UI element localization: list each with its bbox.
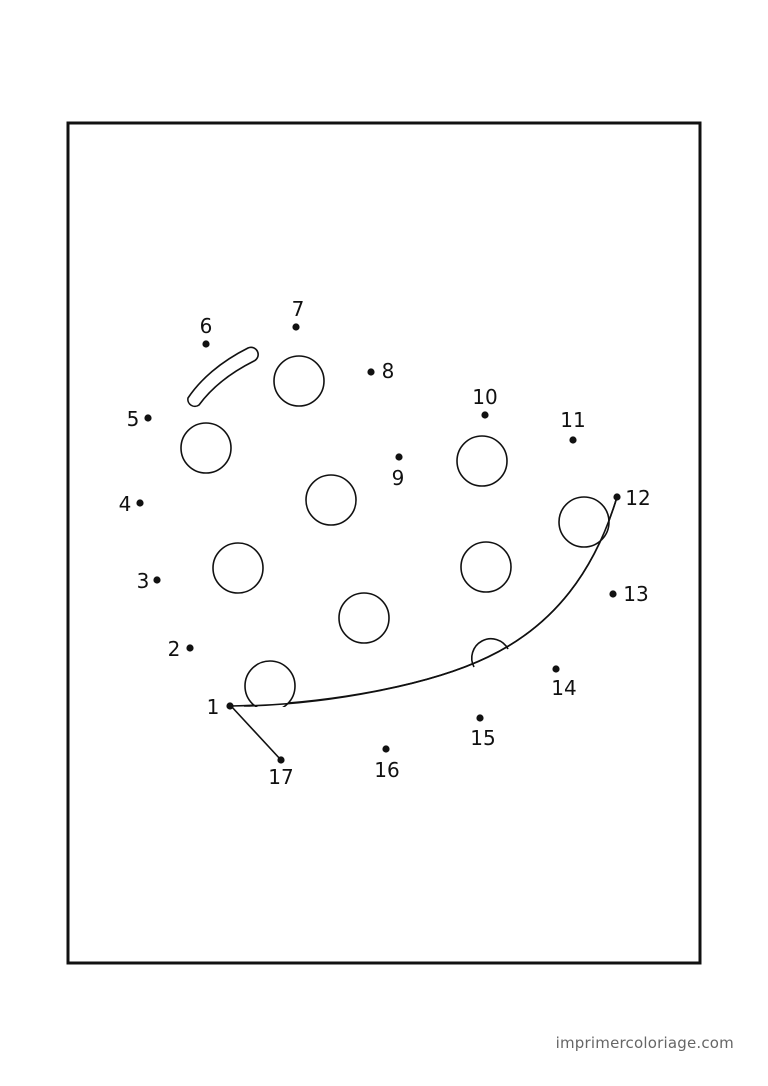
- spot: [305, 474, 357, 526]
- dot-number-label: 13: [623, 582, 648, 606]
- dot-3: 3: [137, 569, 161, 593]
- spots: [180, 355, 610, 712]
- dot-marker: [226, 702, 234, 710]
- dot-11: 11: [560, 408, 586, 444]
- dot-number-label: 12: [625, 486, 650, 510]
- dot-marker: [609, 590, 617, 598]
- dot-5: 5: [127, 407, 152, 431]
- dot-marker: [613, 493, 621, 501]
- dot-marker: [476, 714, 484, 722]
- spot: [273, 355, 325, 407]
- dot-15: 15: [470, 714, 496, 750]
- dot-number-label: 6: [200, 314, 213, 338]
- dot-marker: [186, 644, 194, 652]
- dot-number-label: 16: [374, 758, 399, 782]
- dot-marker: [136, 499, 144, 507]
- spot: [180, 422, 232, 474]
- dot-16: 16: [374, 745, 400, 782]
- spot-mask: [245, 707, 295, 719]
- dot-marker: [153, 576, 161, 584]
- dot-marker: [144, 414, 152, 422]
- dot-number-label: 2: [168, 637, 181, 661]
- dot-number-label: 10: [472, 385, 497, 409]
- dot-marker: [569, 436, 577, 444]
- spot: [460, 541, 512, 593]
- dot-marker: [552, 665, 560, 673]
- page-frame: [66, 121, 702, 965]
- dot-12: 12: [613, 486, 651, 510]
- dot-number-label: 11: [560, 408, 585, 432]
- spot: [338, 592, 390, 644]
- dot-17: 17: [268, 756, 294, 789]
- dot-4: 4: [119, 492, 144, 516]
- dot-1: 1: [207, 695, 234, 719]
- dot-marker: [382, 745, 390, 753]
- dot-number-label: 7: [292, 297, 305, 321]
- dot-6: 6: [200, 314, 213, 348]
- dot-7: 7: [292, 297, 305, 331]
- dot-14: 14: [551, 665, 577, 700]
- dot-number-label: 8: [382, 359, 395, 383]
- segment-1-17: [230, 705, 282, 761]
- dot-marker: [202, 340, 210, 348]
- dot-number-label: 9: [392, 466, 405, 490]
- dot-2: 2: [168, 637, 194, 661]
- dot-marker: [395, 453, 403, 461]
- dot-number-label: 3: [137, 569, 150, 593]
- shell-edge-line-top: [243, 496, 618, 707]
- spot: [212, 542, 264, 594]
- dot-number-label: 4: [119, 492, 132, 516]
- dot-number-label: 5: [127, 407, 140, 431]
- dot-marker: [481, 411, 489, 419]
- watermark-text: imprimercoloriage.com: [555, 1034, 734, 1052]
- partial-spot: [471, 637, 509, 668]
- dot-8: 8: [367, 359, 394, 383]
- dot-marker: [367, 368, 375, 376]
- dot-9: 9: [392, 453, 405, 490]
- dot-13: 13: [609, 582, 649, 606]
- dot-marker: [277, 756, 285, 764]
- dot-marker: [292, 323, 300, 331]
- dot-10: 10: [472, 385, 498, 419]
- dot-number-label: 14: [551, 676, 576, 700]
- dot-number-label: 1: [207, 695, 220, 719]
- antenna-shape: [187, 346, 259, 408]
- dot-number-label: 17: [268, 765, 293, 789]
- dot-number-label: 15: [470, 726, 495, 750]
- spot: [456, 435, 508, 487]
